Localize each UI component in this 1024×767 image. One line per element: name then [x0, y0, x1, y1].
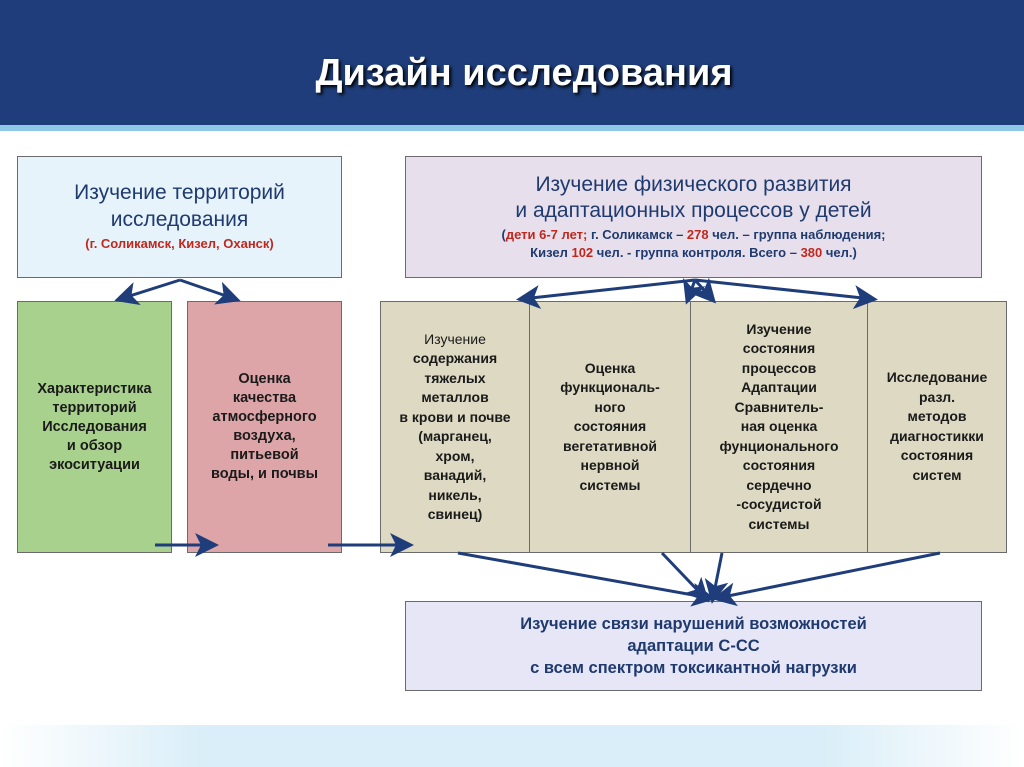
arrow-to-nervous-system: [682, 277, 706, 305]
nervous-system-line-2: функциональ-: [560, 379, 660, 396]
arrow-to-adaptation: [691, 277, 717, 304]
arrow-to-quality: [179, 278, 241, 305]
air-water-soil-line-5: питьевой: [230, 447, 299, 463]
physical-development-sub-1: (дети 6-7 лет; г. Соликамск – 278 чел. –…: [501, 227, 886, 242]
physical-development-title-1: Изучение физического развития: [535, 173, 852, 196]
heavy-metals-line-6: (марганец,: [418, 428, 492, 444]
arrow-to-diagnostics: [694, 278, 878, 310]
diagnostic-line-5: состояния: [900, 447, 974, 463]
adaptation-line-3: процессов: [741, 359, 817, 376]
air-water-soil-line-4: воздуха,: [233, 428, 296, 444]
nervous-system-line-1: Оценка: [584, 359, 636, 376]
adaptation-line-2: состояния: [742, 340, 816, 357]
footer-band: [0, 725, 1024, 767]
nervous-system-line-7: системы: [579, 476, 641, 493]
arrow-nervous-to-conclusion: [660, 551, 710, 603]
diagnostic-methods-box: Исследование разл. методов диагностикки …: [867, 301, 1007, 553]
territory-characteristics-line-4: и обзор: [66, 437, 123, 454]
heavy-metals-line-1: Изучение: [424, 330, 486, 347]
heavy-metals-box: Изучение содержания тяжелых металлов в к…: [380, 301, 530, 553]
physical-development-box: Изучение физического развития и адаптаци…: [405, 156, 982, 278]
adaptation-line-8: состояния: [742, 457, 816, 474]
heavy-metals-line-8: ванадий,: [423, 467, 487, 483]
conclusion-line-1: Изучение связи нарушений возможностей: [520, 615, 867, 633]
nervous-system-line-6: нервной: [580, 457, 640, 474]
air-water-soil-line-3: атмосферного: [212, 409, 317, 425]
diagnostic-line-2: разл.: [918, 388, 956, 405]
arrow-adaptation-to-conclusion: [704, 552, 729, 604]
physical-development-title-2: и адаптационных процессов у детей: [515, 199, 872, 222]
conclusion-box: Изучение связи нарушений возможностей ад…: [405, 601, 982, 691]
adaptation-cardiovascular-box: Изучение состояния процессов Адаптации С…: [690, 301, 868, 553]
heavy-metals-line-3: тяжелых: [424, 369, 486, 386]
arrow-to-characteristics: [114, 278, 181, 306]
nervous-system-line-3: ного: [594, 398, 626, 415]
arrow-diagnostics-to-conclusion: [712, 551, 941, 607]
heavy-metals-line-10: свинец): [427, 506, 483, 522]
adaptation-line-11: системы: [748, 515, 810, 532]
adaptation-line-7: фунционального: [719, 437, 839, 454]
adaptation-line-1: Изучение: [746, 320, 812, 337]
adaptation-line-6: ная оценка: [740, 418, 818, 435]
diagnostic-line-6: систем: [912, 466, 962, 483]
territory-study-cities: (г. Соликамск, Кизел, Оханск): [85, 236, 274, 251]
title-bar: [0, 0, 1024, 125]
diagnostic-line-4: диагностикки: [890, 427, 984, 444]
territory-characteristics-line-1: Характеристика: [37, 380, 152, 397]
conclusion-line-3: с всем спектром токсикантной нагрузки: [530, 659, 857, 677]
heavy-metals-line-9: никель,: [428, 486, 482, 503]
territory-study-title-2: исследования: [110, 208, 249, 231]
conclusion-line-2: адаптации С-СС: [627, 637, 760, 655]
territory-study-title-1: Изучение территорий: [74, 181, 285, 204]
territory-characteristics-line-3: Исследования: [42, 418, 147, 435]
nervous-system-line-4: состояния: [573, 418, 647, 435]
territory-characteristics-line-2: территорий: [52, 399, 137, 416]
physical-development-sub-2: Кизел 102 чел. - группа контроля. Всего …: [530, 245, 857, 260]
territory-characteristics-line-5: экоситуации: [49, 456, 140, 473]
adaptation-line-10: -сосудистой: [736, 496, 822, 513]
air-water-soil-line-1: Оценка: [238, 371, 291, 387]
air-water-soil-line-6: воды, и почвы: [211, 466, 318, 482]
adaptation-line-4: Адаптации: [741, 379, 817, 396]
diagnostic-line-1: Исследование: [886, 369, 988, 385]
adaptation-line-9: сердечно: [746, 476, 812, 493]
slide-title: Дизайн исследования: [315, 52, 733, 94]
arrow-metals-to-conclusion: [457, 551, 716, 607]
air-water-soil-quality-box: Оценка качества атмосферного воздуха, пи…: [187, 301, 342, 553]
adaptation-line-5: Сравнитель-: [734, 398, 824, 415]
heavy-metals-line-2: содержания: [412, 350, 498, 366]
territory-study-box: Изучение территорий исследования (г. Сол…: [17, 156, 342, 278]
arrow-to-heavy-metals: [516, 278, 696, 309]
territory-characteristics-box: Характеристика территорий Исследования и…: [17, 301, 172, 553]
heavy-metals-line-7: хром,: [435, 447, 475, 464]
nervous-system-box: Оценка функциональ- ного состояния вегет…: [529, 301, 691, 553]
nervous-system-line-5: вегетативной: [563, 437, 657, 454]
title-bar-stripe: [0, 125, 1024, 131]
diagnostic-line-3: методов: [907, 408, 967, 424]
heavy-metals-line-5: в крови и почве: [399, 408, 511, 425]
heavy-metals-line-4: металлов: [421, 389, 489, 405]
air-water-soil-line-2: качества: [232, 390, 297, 406]
